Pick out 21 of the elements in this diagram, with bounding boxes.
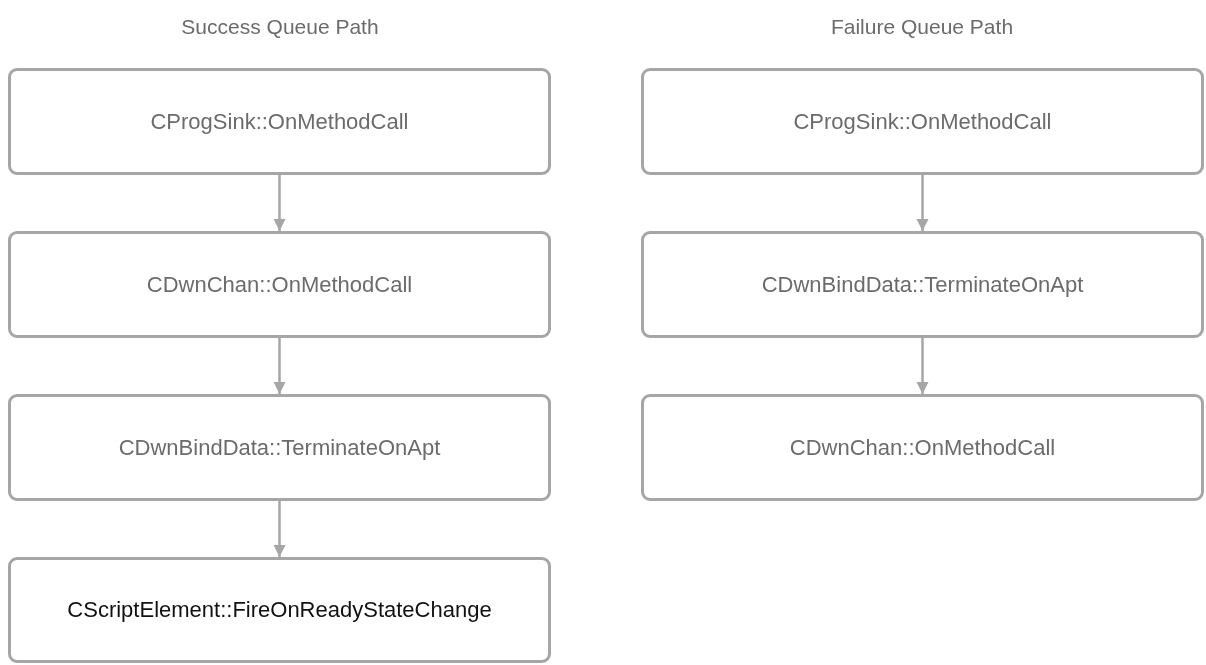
function-name: CScriptElement::FireOnReadyStateChange — [66, 597, 493, 623]
process-box — [641, 68, 1204, 175]
process-box — [641, 231, 1204, 338]
function-name: CProgSink::OnMethodCall — [792, 108, 1053, 135]
process-box — [8, 231, 551, 338]
function-name: CDwnBindData::TerminateOnApt — [117, 434, 442, 461]
arrow — [273, 501, 286, 557]
function-name: CProgSink::OnMethodCall — [149, 108, 410, 135]
column-heading: Failure Queue Path — [830, 15, 1014, 39]
arrow — [273, 175, 286, 231]
function-name: CDwnChan::OnMethodCall — [145, 271, 414, 298]
function-name: CDwnBindData::TerminateOnApt — [760, 271, 1085, 298]
arrow — [273, 338, 286, 394]
process-box — [8, 557, 551, 663]
column-heading: Success Queue Path — [181, 15, 379, 39]
process-box — [8, 394, 551, 501]
arrow — [916, 338, 929, 394]
process-box — [8, 68, 551, 175]
process-box — [641, 394, 1204, 501]
function-name: CDwnChan::OnMethodCall — [788, 434, 1057, 461]
arrow — [916, 175, 929, 231]
